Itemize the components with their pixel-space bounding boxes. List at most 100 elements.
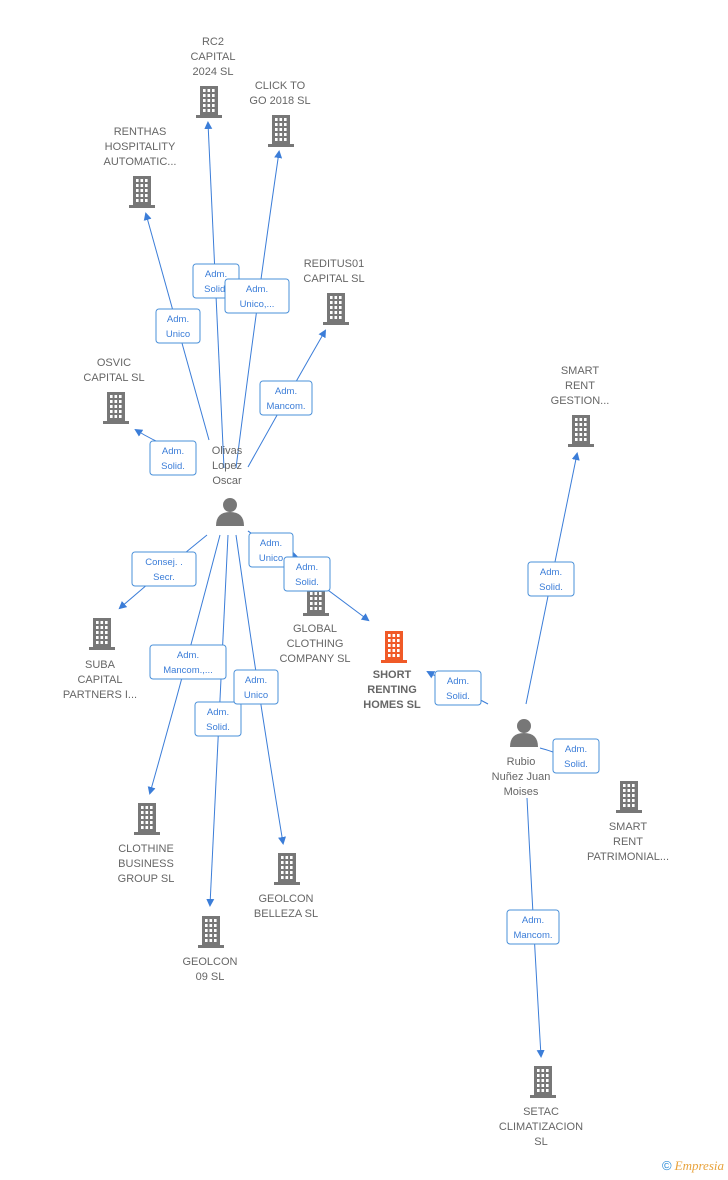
edge-label-line: Adm. — [205, 269, 227, 280]
node-label-line: CAPITAL — [77, 674, 122, 686]
node-label-line: SL — [534, 1136, 547, 1148]
node-label-line: REDITUS01 — [304, 258, 365, 270]
edge-label-box — [224, 278, 290, 314]
edge-label[interactable]: Adm.Unico — [233, 669, 279, 705]
node-label-line: GLOBAL — [293, 623, 337, 635]
building-icon — [568, 415, 594, 447]
node-renthas[interactable]: RENTHASHOSPITALITYAUTOMATIC... — [104, 126, 177, 208]
footer-brand[interactable]: ©Empresia — [662, 1158, 724, 1174]
edge-label-line: Unico — [259, 553, 283, 564]
node-label-line: CLIMATIZACION — [499, 1121, 583, 1133]
node-label-line: PARTNERS I... — [63, 689, 137, 701]
node-label-line: Olivas — [212, 445, 243, 457]
edge-label-line: Unico,... — [240, 299, 275, 310]
edge-label[interactable]: Adm. Mancom. — [506, 909, 560, 945]
edge-label-line: Solid. — [446, 691, 470, 702]
edge-label[interactable]: Adm. Mancom.,... — [149, 644, 227, 680]
edge-label-box — [149, 644, 227, 680]
edge-labels-layer: Adm.Solid.Adm.Unico,...Adm.UnicoAdm.Manc… — [131, 263, 600, 945]
person-icon — [216, 498, 244, 526]
edge-label[interactable]: Adm. Mancom. — [259, 380, 313, 416]
edge-label[interactable]: Adm. Solid. — [434, 670, 482, 706]
edge-label-line: Unico — [166, 329, 190, 340]
edge-label-line: Mancom.,... — [163, 665, 213, 676]
edge-label[interactable]: Adm. Solid. — [552, 738, 600, 774]
edge-label-line: Adm. — [522, 915, 544, 926]
edge-label-box — [552, 738, 600, 774]
building-icon — [134, 803, 160, 835]
building-icon — [103, 392, 129, 424]
edge-label-line: Mancom. — [266, 401, 305, 412]
edge-label-box — [527, 561, 575, 597]
node-label-line: CAPITAL SL — [83, 372, 144, 384]
edge-label-line: Solid. — [539, 582, 563, 593]
edge-label-line: Consej. . — [145, 557, 183, 568]
node-click[interactable]: CLICK TO GO 2018 SL — [249, 80, 311, 147]
node-label-line: CLICK TO — [255, 80, 306, 92]
edge-label-box — [283, 556, 331, 592]
edge-label-line: Solid. — [564, 759, 588, 770]
node-label-line: PATRIMONIAL... — [587, 851, 669, 863]
edge-label[interactable]: Adm.Solid. — [527, 561, 575, 597]
node-label-line: RENT — [613, 836, 643, 848]
node-label-line: RC2 — [202, 36, 224, 48]
edge-label-box — [155, 308, 201, 344]
edge-label-line: Adm. — [275, 386, 297, 397]
edge-label-box — [194, 701, 242, 737]
node-suba[interactable]: SUBA CAPITAL PARTNERS I... — [63, 618, 137, 701]
edge-label[interactable]: Adm. Unico,... — [224, 278, 290, 314]
edge-label[interactable]: Adm.Solid. — [283, 556, 331, 592]
edge-label-line: Solid. — [206, 722, 230, 733]
edge-label[interactable]: Consej. .Secr. — [131, 551, 197, 587]
node-label-line: Nuñez Juan — [492, 771, 551, 783]
brand-name: Empresia — [674, 1158, 724, 1173]
edge-label[interactable]: Adm.Unico — [248, 532, 294, 568]
building-icon — [268, 115, 294, 147]
node-label-line: RENTHAS — [114, 126, 167, 138]
node-label-line: Moises — [504, 786, 539, 798]
edge-label-line: Adm. — [447, 676, 469, 687]
edge-label[interactable]: Adm.Solid. — [149, 440, 197, 476]
node-label-line: CLOTHINE — [118, 843, 174, 855]
node-label-line: Oscar — [212, 475, 242, 487]
building-icon — [381, 631, 407, 663]
edge-label-line: Solid. — [295, 577, 319, 588]
edge-label-line: Adm. — [246, 284, 268, 295]
edge-label-box — [506, 909, 560, 945]
edge-label-line: Adm. — [177, 650, 199, 661]
edge-label[interactable]: Adm.Unico — [155, 308, 201, 344]
node-smartpat[interactable]: SMARTRENTPATRIMONIAL... — [587, 781, 669, 863]
node-label-line: RENTING — [367, 684, 417, 696]
node-label-line: CAPITAL — [190, 51, 235, 63]
edge-label-line: Mancom. — [513, 930, 552, 941]
building-icon — [323, 293, 349, 325]
node-label-line: SUBA — [85, 659, 116, 671]
node-label-line: AUTOMATIC... — [104, 156, 177, 168]
node-label-line: RENT — [565, 380, 595, 392]
edge-label[interactable]: Adm.Solid. — [194, 701, 242, 737]
node-label-line: HOMES SL — [363, 699, 421, 711]
node-label-line: GO 2018 SL — [249, 95, 310, 107]
edge-label-line: Adm. — [162, 446, 184, 457]
node-label-line: GEOLCON — [258, 893, 313, 905]
edge-label-box — [149, 440, 197, 476]
building-icon — [196, 86, 222, 118]
edge-label-box — [248, 532, 294, 568]
building-icon — [89, 618, 115, 650]
node-smartgest[interactable]: SMARTRENTGESTION... — [551, 365, 610, 447]
node-label-line: SMART — [561, 365, 600, 377]
building-icon — [198, 916, 224, 948]
edge-label-line: Adm. — [565, 744, 587, 755]
